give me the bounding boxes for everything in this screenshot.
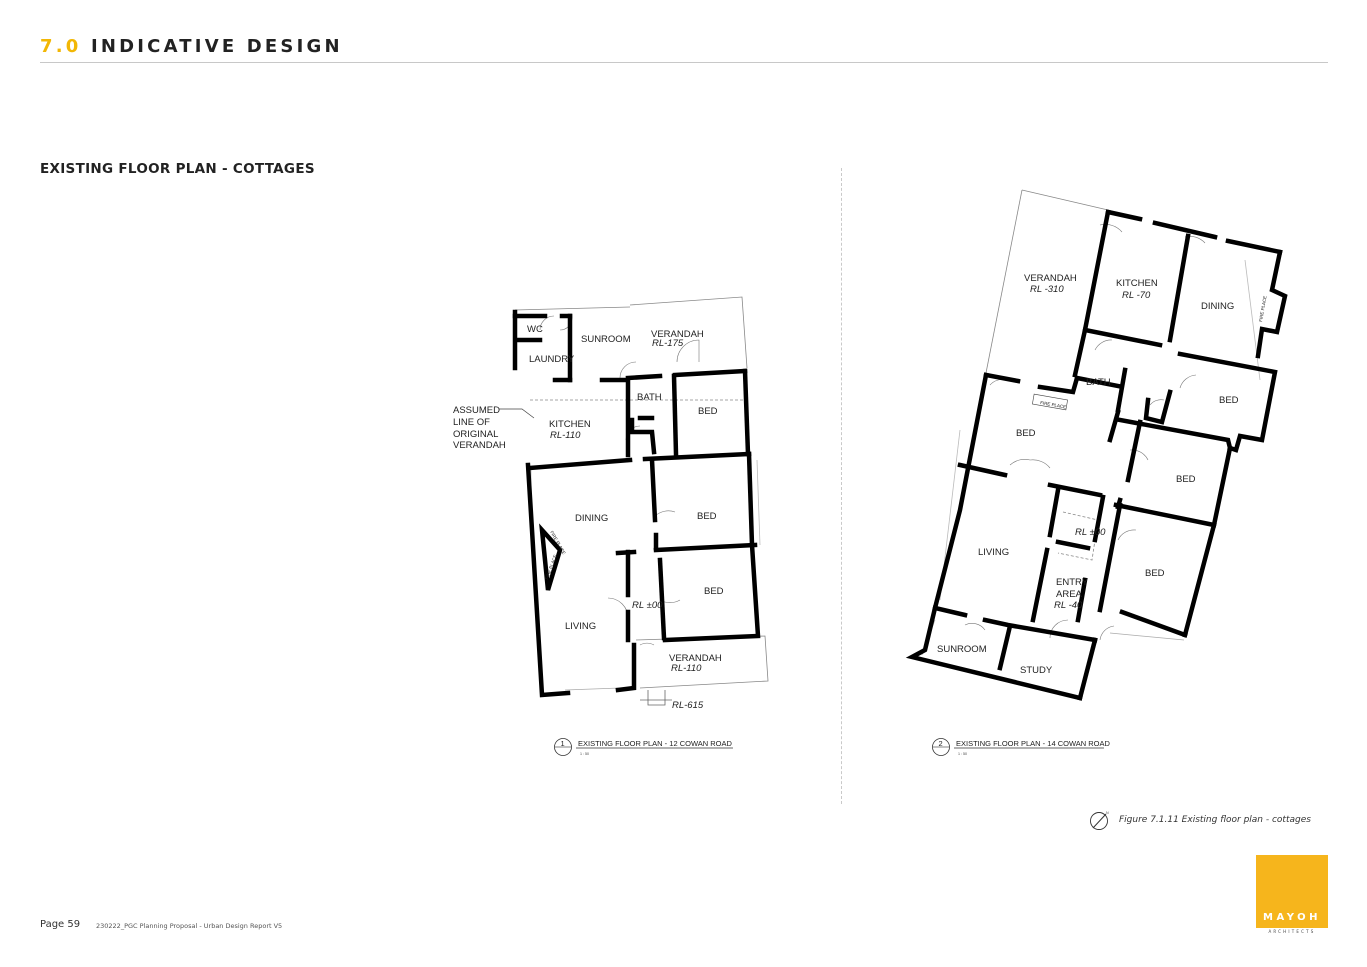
plan1-room-bed-2: BED: [697, 511, 717, 522]
plan2-fireplace-box-1: [1032, 393, 1068, 411]
section-number: 7.0: [40, 36, 82, 57]
plan2-room-bed-3: BED: [1176, 474, 1196, 485]
page-number: Page 59: [40, 919, 81, 930]
section-title: INDICATIVE DESIGN: [90, 36, 343, 57]
plan1-room-bath: BATH: [637, 392, 662, 403]
plan1-room-sunroom: SUNROOM: [581, 334, 631, 345]
plan1-note-leader: [499, 408, 535, 419]
plan1-caption: EXISTING FLOOR PLAN - 12 COWAN ROAD: [578, 739, 732, 748]
plan2-room-bath: BATH: [1086, 377, 1111, 388]
plan2-room-bed-1: BED: [1219, 395, 1239, 406]
plan1-note-line-2: LINE OF: [453, 417, 490, 428]
plan2-rl-kitchen: RL -70: [1122, 290, 1151, 301]
plan1-room-bed-1: BED: [698, 406, 718, 417]
plan1-room-living: LIVING: [565, 621, 596, 632]
plan-12-cowan-road: WC LAUNDRY SUNROOM VERANDAH RL-175 BATH …: [453, 296, 769, 756]
plan2-fireplace-label-2: FIRE PLACE: [1258, 295, 1267, 322]
plan1-room-bed-3: BED: [704, 586, 724, 597]
logo-name: MAYOH: [1263, 912, 1321, 923]
plan2-rl-center: RL ±00: [1075, 527, 1106, 538]
plan1-room-wc: WC: [527, 324, 543, 335]
mayoh-logo: MAYOH: [1256, 855, 1328, 928]
plan1-note-line-3: ORIGINAL: [453, 429, 498, 440]
plan1-rl-verandah-bottom: RL-110: [671, 663, 702, 674]
plan2-room-study: STUDY: [1020, 665, 1053, 676]
north-arrow-icon: N: [1090, 811, 1109, 830]
plan2-room-entry-line-2: AREA: [1056, 589, 1083, 600]
plan1-rl-verandah-top: RL-175: [652, 338, 684, 349]
plan1-note-line-1: ASSUMED: [453, 405, 500, 416]
plan2-scale: 1 : 50: [958, 752, 967, 756]
plan2-room-sunroom: SUNROOM: [937, 644, 987, 655]
plan2-rl-verandah: RL -310: [1030, 284, 1064, 295]
plan2-room-bed-4: BED: [1145, 568, 1165, 579]
plan2-room-kitchen: KITCHEN: [1116, 278, 1158, 289]
figure-caption: Figure 7.1.11 Existing floor plan - cott…: [1119, 815, 1311, 825]
header-rule: [40, 62, 1328, 63]
plan2-room-verandah: VERANDAH: [1024, 273, 1077, 284]
plan1-note-line-4: VERANDAH: [453, 440, 506, 451]
plan1-room-kitchen: KITCHEN: [549, 419, 591, 430]
logo-subtitle: ARCHITECTS: [1268, 929, 1316, 934]
plan1-caption-bubble: [554, 738, 572, 756]
plan2-caption-number: 2: [939, 739, 943, 748]
plan1-room-verandah-top: VERANDAH: [651, 329, 704, 340]
plan1-room-dining: DINING: [575, 513, 608, 524]
plan2-caption: EXISTING FLOOR PLAN - 14 COWAN ROAD: [956, 739, 1110, 748]
document-reference: 230222_PGC Planning Proposal - Urban Des…: [96, 922, 283, 930]
plan2-fireplace-label-1: FIRE PLACE: [1040, 400, 1067, 409]
plan1-caption-number: 1: [561, 739, 565, 748]
page-subtitle: EXISTING FLOOR PLAN - COTTAGES: [40, 161, 315, 177]
plan1-scale: 1 : 50: [580, 752, 589, 756]
plan2-room-living: LIVING: [978, 547, 1009, 558]
north-label: N: [1106, 811, 1109, 815]
plan2-rl-entry: RL -40: [1054, 600, 1083, 611]
plan2-room-bed-2: BED: [1016, 428, 1036, 439]
plan1-room-verandah-bottom: VERANDAH: [669, 653, 722, 664]
plan2-caption-bubble: [932, 738, 950, 756]
plan1-rl-ground: RL-615: [672, 700, 704, 711]
plan2-room-entry-line-1: ENTRY: [1056, 577, 1089, 588]
plan-14-cowan-road: VERANDAH RL -310 KITCHEN RL -70 DINING B…: [905, 189, 1288, 756]
plan2-room-dining: DINING: [1201, 301, 1234, 312]
plan1-room-laundry: LAUNDRY: [529, 354, 575, 365]
plan1-rl-kitchen: RL-110: [550, 430, 581, 441]
column-divider: [841, 168, 842, 804]
page-header: 7.0 INDICATIVE DESIGN: [40, 36, 343, 57]
plan1-rl-center: RL ±00: [632, 600, 663, 611]
